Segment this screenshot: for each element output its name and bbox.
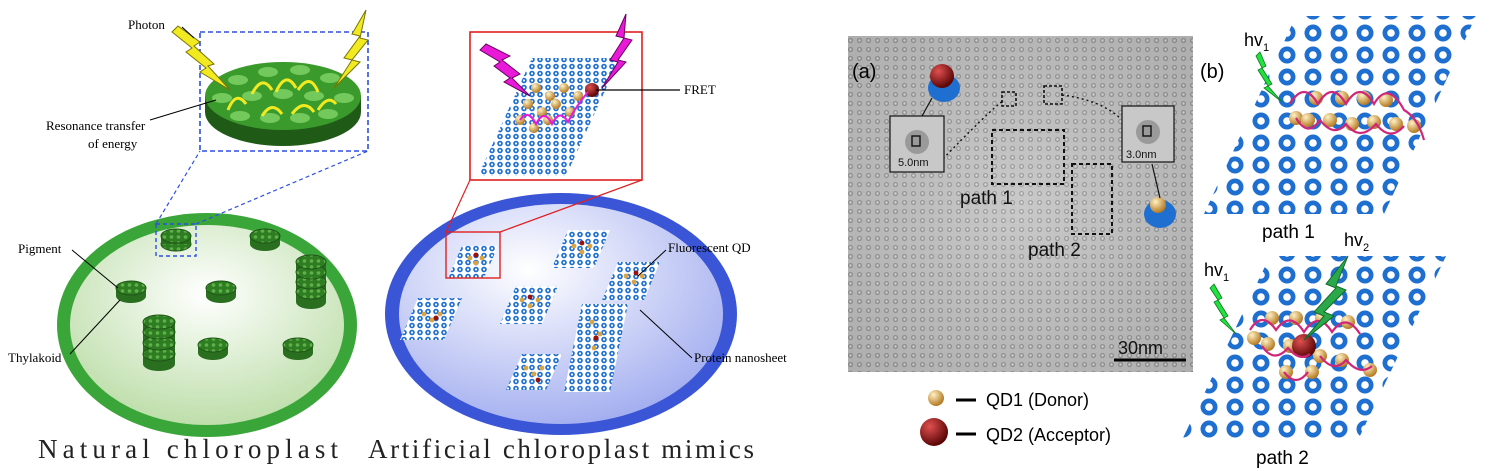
schematic-panel: (b) hv1 path 1 bbox=[1182, 16, 1476, 469]
nanosheet-path2 bbox=[1182, 256, 1446, 440]
artificial-chloroplast-group: FRET Fluorescent QD Protein nanosheet Ar… bbox=[368, 13, 787, 464]
thylakoid-disc bbox=[249, 228, 281, 251]
pigment-disc-zoom bbox=[205, 62, 361, 146]
thylakoid-disc bbox=[115, 280, 147, 303]
path-region-box bbox=[991, 129, 1065, 185]
label-resonance-line2: of energy bbox=[88, 136, 138, 151]
leader-line bbox=[637, 249, 667, 277]
label-fret: FRET bbox=[684, 82, 716, 97]
leader-line bbox=[181, 26, 195, 39]
nanosheet-small bbox=[506, 354, 562, 390]
scale-bar-label: 30nm bbox=[1118, 338, 1163, 358]
hv1-bottom: hv1 bbox=[1204, 260, 1229, 284]
natural-chloroplast-inner bbox=[70, 225, 344, 425]
leader-line bbox=[639, 309, 693, 359]
zoom-line bbox=[195, 150, 369, 225]
thylakoid-disc bbox=[282, 337, 314, 360]
label-resonance-line1: Resonance transfer bbox=[46, 118, 146, 133]
nanosheet-small bbox=[602, 262, 660, 300]
label-photon: Photon bbox=[128, 17, 165, 32]
thylakoid-disc bbox=[160, 228, 192, 252]
legend-qd1-swatch bbox=[928, 390, 944, 406]
leader-line bbox=[69, 299, 121, 355]
zoom-line bbox=[155, 150, 201, 225]
inset-right-size: 3.0nm bbox=[1126, 149, 1157, 161]
path-region-box bbox=[1001, 91, 1017, 107]
label-pigment: Pigment bbox=[18, 241, 62, 256]
path1-label: path 1 bbox=[960, 188, 1013, 209]
tem-panel: (a) 5.0nm 3.0nm bbox=[848, 36, 1193, 372]
nanosheet-small bbox=[400, 298, 462, 340]
legend: QD1 (Donor) QD2 (Acceptor) bbox=[920, 390, 1111, 446]
leader-line bbox=[71, 249, 119, 289]
photon-bolt-icon bbox=[171, 25, 231, 91]
nanosheet-path1 bbox=[1204, 16, 1476, 214]
panel-label-a: (a) bbox=[852, 61, 876, 83]
nanosheet-small bbox=[500, 286, 558, 324]
tem-texture bbox=[848, 36, 1193, 372]
path2-schematic-label: path 2 bbox=[1256, 448, 1309, 469]
photon-bolt-magenta-icon bbox=[601, 13, 633, 89]
label-fluorescent-qd: Fluorescent QD bbox=[668, 240, 751, 255]
photon-bolt-magenta-icon bbox=[479, 43, 531, 97]
inset-right: 3.0nm bbox=[1121, 105, 1175, 163]
zoom-box-small bbox=[155, 223, 197, 257]
acceptor-qd-zoom bbox=[585, 83, 599, 97]
qd1-donor-icon bbox=[1144, 197, 1176, 228]
photon-bolt-green-icon bbox=[1209, 283, 1237, 335]
legend-qd2-swatch bbox=[920, 418, 948, 446]
zoom-box-large bbox=[199, 31, 369, 152]
nanosheet-stack bbox=[564, 304, 628, 392]
hv1-top: hv1 bbox=[1244, 30, 1269, 54]
path-region-box bbox=[1071, 163, 1113, 235]
photon-bolt-dark-green-icon bbox=[1303, 255, 1349, 341]
photon-bolt-icon bbox=[333, 9, 369, 89]
nanosheet-small bbox=[448, 246, 498, 278]
thylakoid-disc bbox=[205, 280, 237, 303]
thylakoid-disc bbox=[197, 337, 229, 360]
dotted-guide bbox=[1061, 94, 1121, 119]
nanosheet-zoom bbox=[478, 58, 620, 176]
leader-line bbox=[149, 99, 217, 121]
caption-artificial: Artificial chloroplast mimics bbox=[368, 434, 754, 464]
inset-left: 5.0nm bbox=[889, 115, 945, 173]
panel-label-b: (b) bbox=[1200, 61, 1224, 83]
acceptor-qd-schematic bbox=[1292, 334, 1316, 358]
qd2-acceptor-icon bbox=[928, 64, 960, 102]
hv2: hv2 bbox=[1344, 230, 1369, 254]
zoom-line-red bbox=[445, 179, 471, 233]
thylakoid-stack bbox=[142, 314, 176, 371]
legend-qd1-label: QD1 (Donor) bbox=[986, 390, 1089, 410]
nanosheet-small bbox=[552, 230, 610, 268]
natural-chloroplast-group: Photon Resonance transfer of energy Pigm… bbox=[8, 9, 369, 464]
zoom-box-small-red bbox=[445, 231, 501, 279]
path2-label: path 2 bbox=[1028, 240, 1081, 261]
photon-bolt-green-icon bbox=[1255, 51, 1283, 103]
path1-schematic-label: path 1 bbox=[1262, 222, 1315, 243]
caption-natural: Natural chloroplast bbox=[38, 434, 338, 464]
legend-qd2-label: QD2 (Acceptor) bbox=[986, 425, 1111, 445]
label-thylakoid: Thylakoid bbox=[8, 350, 62, 365]
inset-left-size: 5.0nm bbox=[898, 157, 929, 169]
label-protein-nanosheet: Protein nanosheet bbox=[694, 350, 787, 365]
thylakoid-stack bbox=[295, 254, 327, 309]
connector-line bbox=[921, 97, 933, 117]
connector-line bbox=[1151, 163, 1161, 199]
zoom-line-red bbox=[499, 179, 643, 233]
dotted-guide bbox=[935, 99, 1005, 167]
